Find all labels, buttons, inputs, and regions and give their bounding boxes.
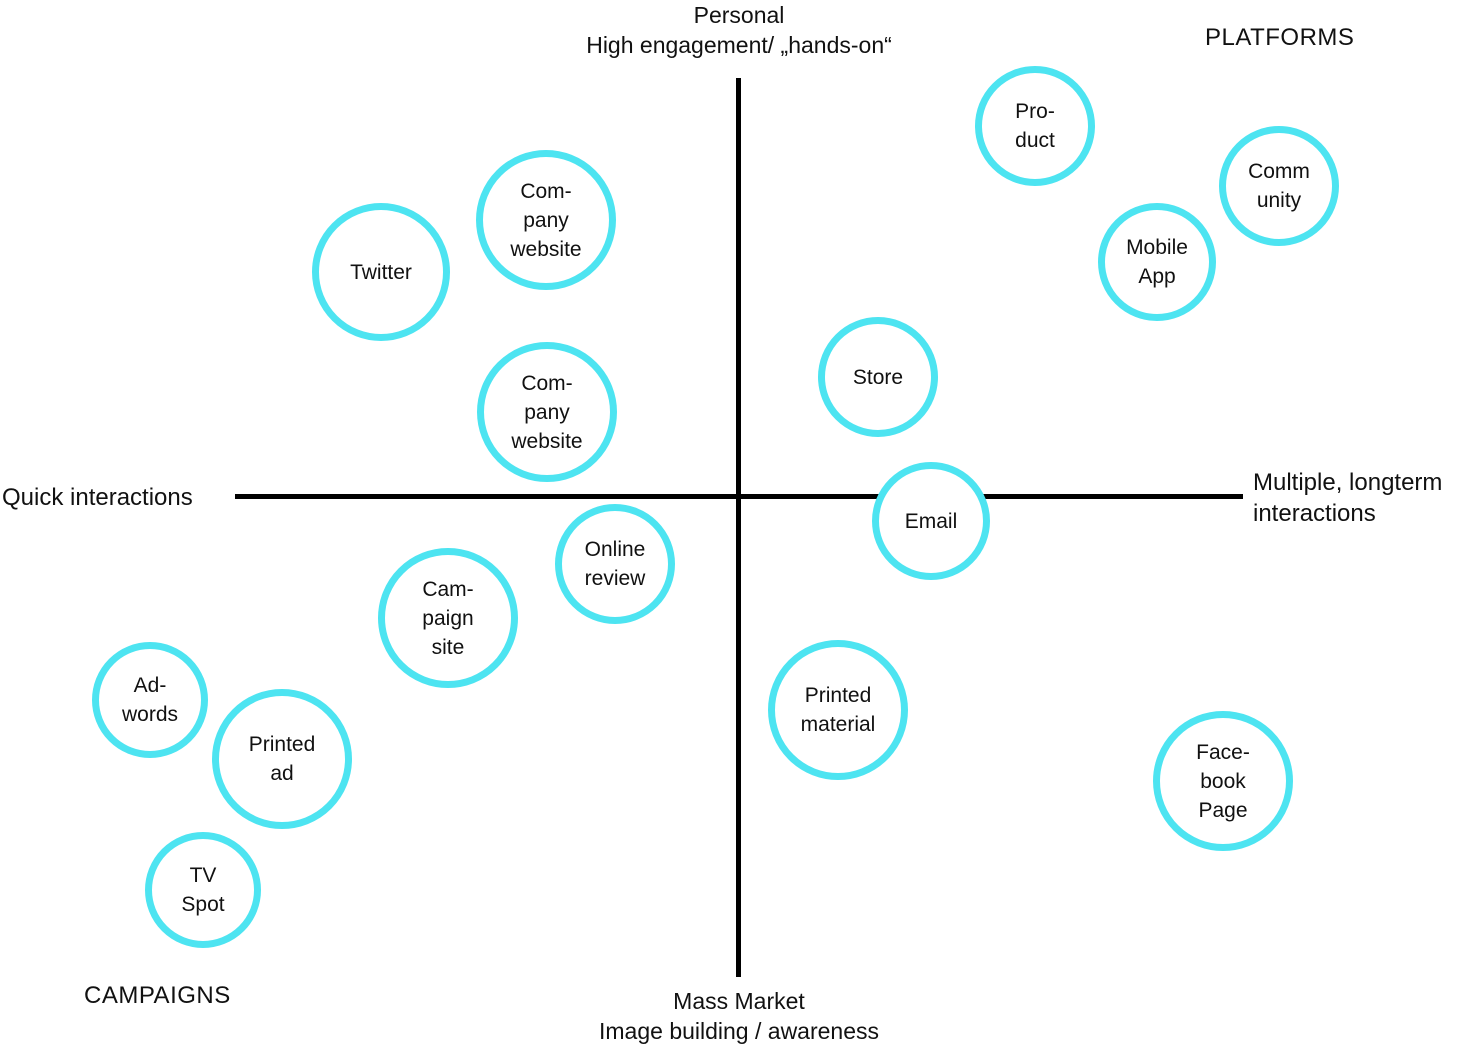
bubble-twitter: Twitter [312, 203, 450, 341]
bubble-label: Pro-duct [1015, 100, 1055, 152]
horizontal-axis-line [235, 494, 1243, 499]
quadrant-label-campaigns: CAMPAIGNS [84, 982, 231, 1009]
left-axis-label: Quick interactions [2, 484, 193, 511]
right-axis-label: Multiple, longterm interactions [1253, 469, 1443, 527]
bubble-label: Email [904, 509, 958, 533]
bottom-axis-label: Mass Market Image building / awareness [0, 986, 1478, 1046]
bubble-label: Twitter [350, 260, 412, 284]
bubble-adwords: Ad-words [92, 642, 208, 758]
top-axis-label-line1: Personal [693, 2, 785, 28]
bubble-store: Store [818, 317, 938, 437]
bottom-axis-label-line1: Mass Market [673, 988, 805, 1014]
bubble-product: Pro-duct [975, 66, 1095, 186]
top-axis-label-line2: High engagement/ „hands-on“ [586, 32, 892, 58]
bubble-label: Ad-words [121, 674, 179, 726]
bottom-axis-label-line2: Image building / awareness [599, 1018, 879, 1044]
vertical-axis-line [736, 78, 741, 977]
quadrant-label-platforms: PLATFORMS [1205, 24, 1355, 51]
bubble-label: Store [852, 365, 904, 389]
bubble-email: Email [872, 462, 990, 580]
top-axis-label: Personal High engagement/ „hands-on“ [0, 0, 1478, 60]
